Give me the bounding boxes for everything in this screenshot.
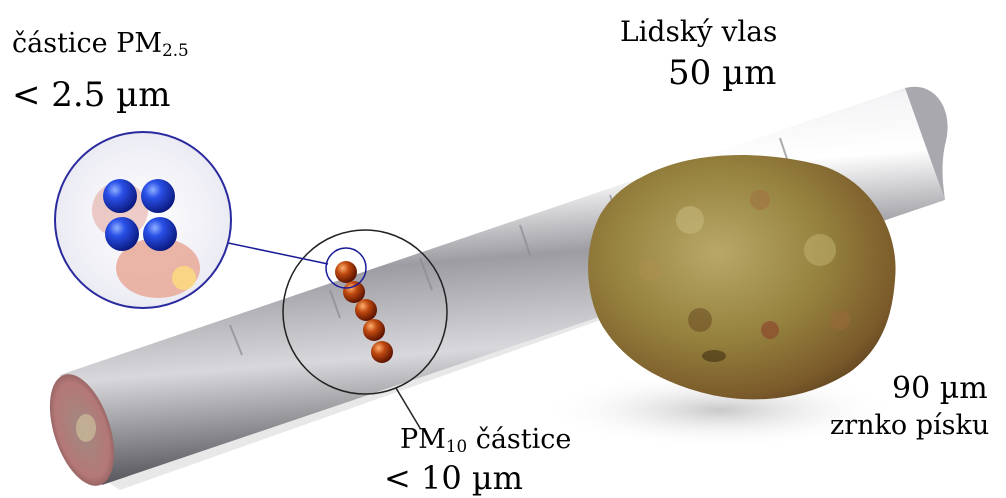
- pm10-label: PM10 částice: [400, 426, 571, 455]
- sand-size-label: 90 µm: [892, 374, 988, 404]
- pm25-zoom-bubble: [55, 132, 231, 308]
- pm25-label-text: částice PM: [12, 28, 162, 59]
- pm10-label-prefix: PM: [400, 424, 446, 455]
- pm25-label-sub: 2.5: [162, 40, 189, 60]
- pm25-pointer-line: [214, 240, 328, 264]
- pm25-label: částice PM2.5: [12, 30, 189, 59]
- sand-name-label: zrnko písku: [830, 412, 989, 439]
- sand-grain: [588, 155, 895, 399]
- pm10-pointer-line: [396, 388, 420, 428]
- hair-size-label: 50 µm: [668, 56, 776, 90]
- pm10-size-label: < 10 µm: [384, 462, 523, 494]
- pm10-label-sub: 10: [446, 436, 467, 456]
- pm25-size-label: < 2.5 µm: [12, 78, 171, 112]
- hair-name-label: Lidský vlas: [620, 18, 777, 46]
- pm10-label-suffix: částice: [467, 424, 571, 455]
